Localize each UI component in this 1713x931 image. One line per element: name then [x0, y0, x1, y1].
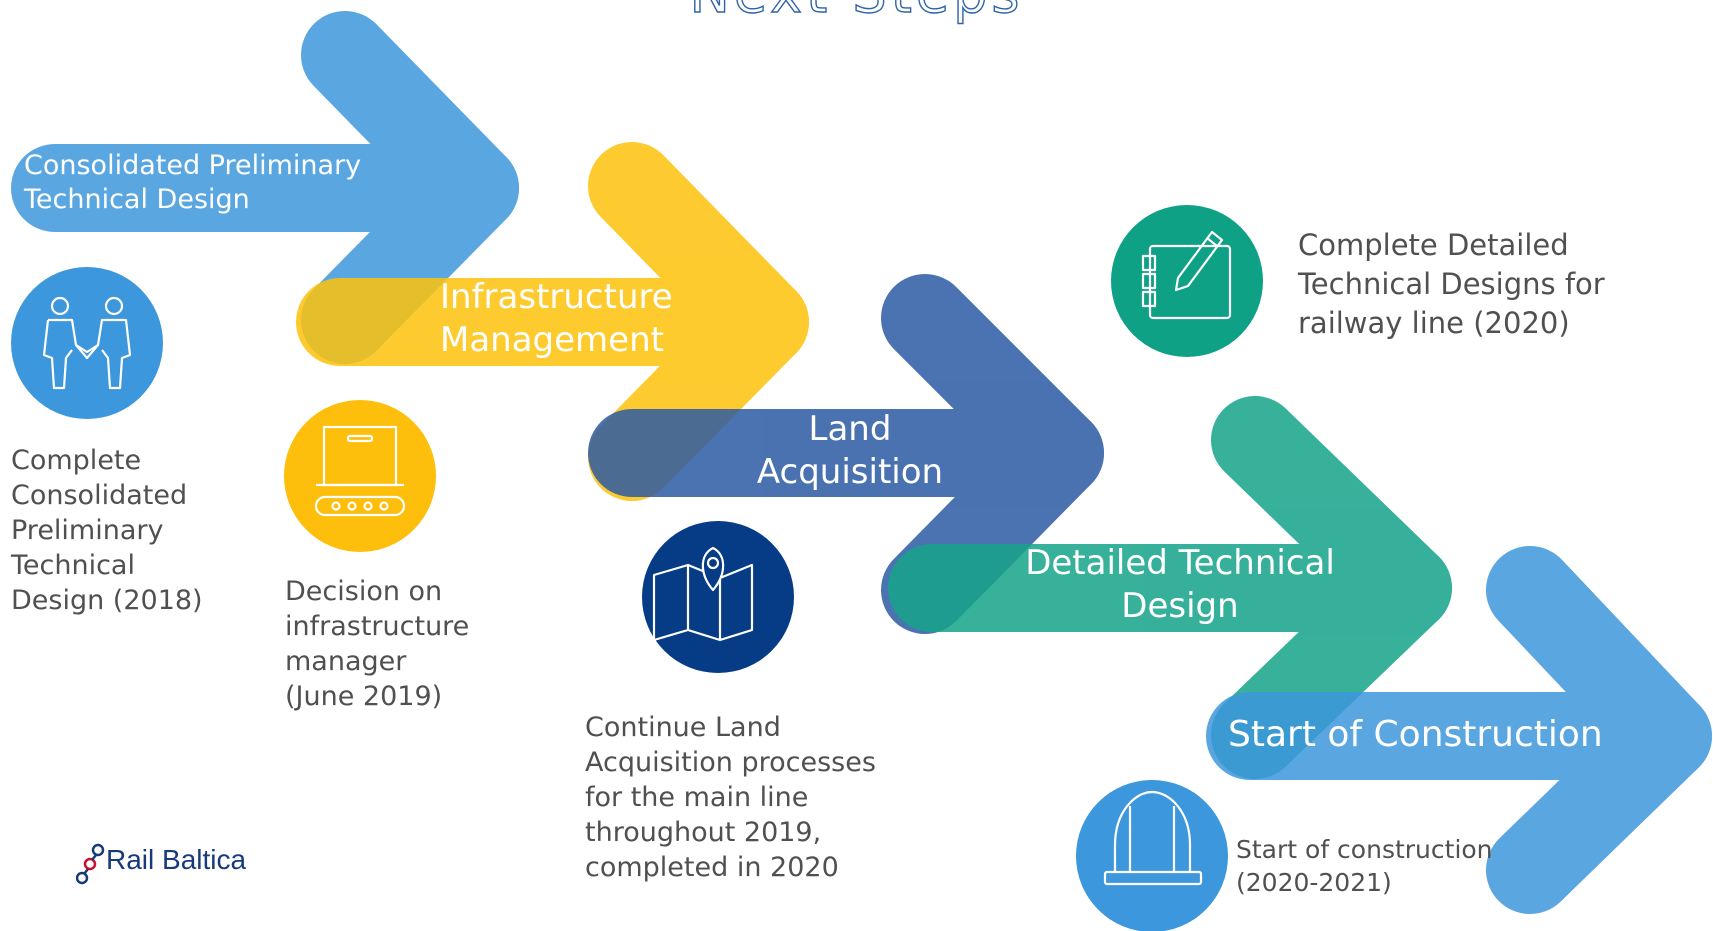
step-5-label: Start of Construction	[1228, 714, 1603, 755]
step-5-description: Start of construction (2020-2021)	[1236, 835, 1493, 897]
step-3-label: Land Acquisition	[756, 409, 944, 492]
page-title: Next Steps	[0, 0, 1713, 26]
step-2-description: Decision on infrastructure manager (June…	[285, 576, 470, 712]
step-5-arrow	[1206, 546, 1712, 914]
logo-text: Rail Baltica	[106, 844, 247, 875]
handshake-people-icon	[42, 296, 132, 390]
step-3-icon-circle	[642, 521, 794, 673]
step-4-description: Complete Detailed Technical Designs for …	[1298, 228, 1605, 340]
step-1-label: Consolidated Preliminary Technical Desig…	[24, 150, 362, 215]
step-5-icon-circle	[1076, 780, 1228, 931]
step-2-icon-circle	[284, 400, 436, 552]
step-3-description: Continue Land Acquisition processes for …	[585, 712, 876, 883]
step-2-label: Infrastructure Management	[440, 277, 673, 360]
step-1-icon-circle	[11, 267, 163, 419]
map-pin-icon	[652, 546, 754, 642]
hard-hat-icon	[1103, 790, 1203, 886]
notepad-pencil-icon	[1141, 230, 1232, 320]
step-4-label: Detailed Technical Design	[1025, 543, 1335, 626]
rail-baltica-logo-icon	[76, 843, 105, 885]
step-4-arrow	[888, 396, 1452, 779]
box-conveyor-icon	[314, 425, 406, 517]
step-1-arrow	[11, 11, 519, 364]
step-1-description: Complete Consolidated Preliminary Techni…	[11, 445, 203, 616]
step-4-icon-circle	[1111, 205, 1263, 357]
